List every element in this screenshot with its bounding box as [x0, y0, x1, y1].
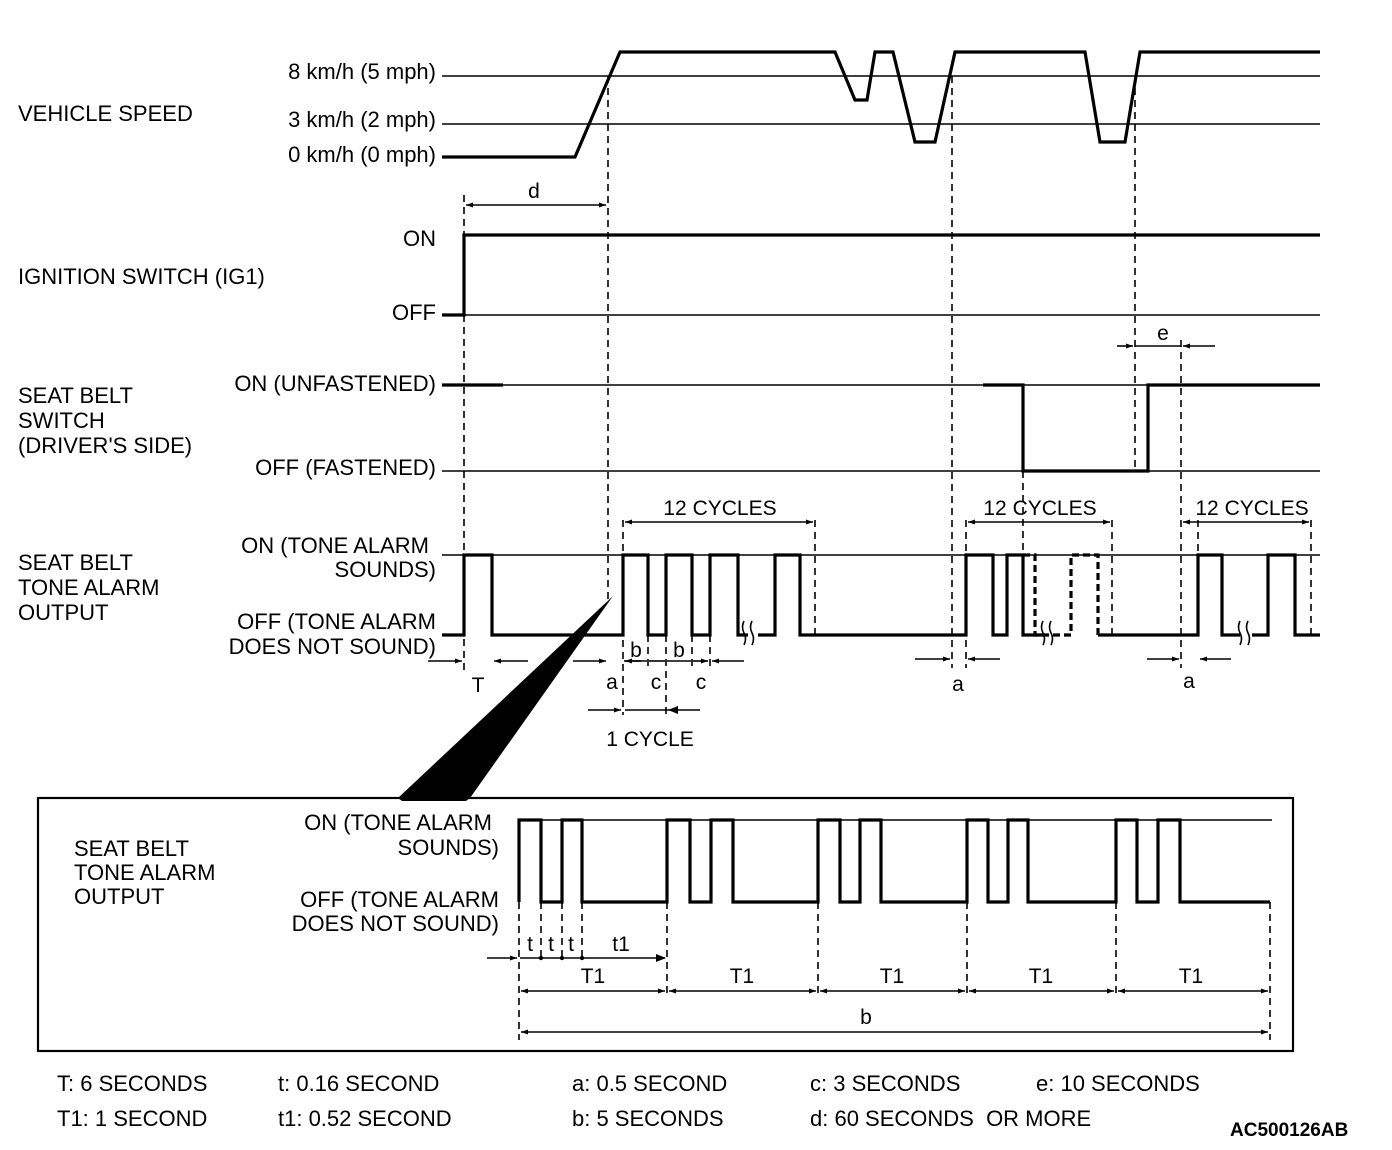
detail-on-label-2: SOUNDS)	[398, 835, 499, 860]
tone-alarm-waveform-3	[1098, 553, 1240, 637]
dim-b2-label: b	[673, 639, 685, 662]
dim-c2-label: c	[696, 671, 707, 694]
tone-alarm-title-3: OUTPUT	[18, 600, 108, 625]
speed-level-8kmh: 8 km/h (5 mph)	[288, 59, 436, 84]
break-symbol-3	[1237, 620, 1251, 646]
ignition-switch-title: IGNITION SWITCH (IG1)	[18, 264, 265, 289]
detail-on-label-1: ON (TONE ALARM	[304, 810, 492, 835]
legend-t1: t1: 0.52 SECOND	[278, 1106, 452, 1131]
tone-alarm-waveform-2	[758, 553, 1045, 637]
detail-b-label: b	[860, 1006, 872, 1029]
seat-belt-waveform	[983, 383, 1320, 473]
detail-t-label-1: t	[527, 933, 533, 956]
detail-title-1: SEAT BELT	[74, 836, 189, 861]
tone-alarm-title-2: TONE ALARM	[18, 575, 159, 600]
detail-t-tick-2	[559, 955, 565, 961]
tone-alarm-waveform-4	[1252, 553, 1320, 637]
tone-alarm-on-label-2: SOUNDS)	[335, 557, 436, 582]
ignition-on-label: ON	[403, 226, 436, 251]
legend-t: t: 0.16 SECOND	[278, 1071, 439, 1096]
legend-c: c: 3 SECONDS	[810, 1071, 960, 1096]
detail-T1-label-1: T1	[581, 965, 606, 988]
seat-belt-on-label: ON (UNFASTENED)	[234, 371, 436, 396]
tone-alarm-waveform-dashed	[1023, 553, 1100, 637]
legend-a: a: 0.5 SECOND	[572, 1071, 727, 1096]
detail-t-label-3: t	[568, 933, 574, 956]
legend-e: e: 10 SECONDS	[1036, 1071, 1200, 1096]
dim-b1-label: b	[630, 639, 642, 662]
detail-waveform	[517, 818, 1270, 904]
detail-t-label-2: t	[548, 933, 554, 956]
dim-12-cycles-2-label: 12 CYCLES	[983, 497, 1096, 520]
detail-callout-wedge-joint	[398, 798, 470, 801]
detail-off-label-2: DOES NOT SOUND)	[292, 911, 499, 936]
dim-one-cycle-right-head	[668, 706, 678, 714]
dim-d-label: d	[528, 180, 540, 203]
tone-alarm-title-1: SEAT BELT	[18, 550, 133, 575]
detail-T1-label-4: T1	[1029, 965, 1054, 988]
ignition-waveform	[442, 233, 1320, 317]
dim-12-cycles-1-label: 12 CYCLES	[663, 497, 776, 520]
dim-one-cycle-label: 1 CYCLE	[606, 728, 694, 751]
detail-T1-label-3: T1	[880, 965, 905, 988]
detail-t-tick-1	[538, 955, 544, 961]
speed-level-3kmh: 3 km/h (2 mph)	[288, 107, 436, 132]
tone-alarm-waveform-1	[442, 553, 748, 637]
seat-belt-off-label: OFF (FASTENED)	[255, 455, 436, 480]
tone-alarm-off-label-2: DOES NOT SOUND)	[229, 634, 436, 659]
break-symbol-1	[741, 620, 755, 646]
figure-id: AC500126AB	[1230, 1120, 1348, 1141]
detail-off-label-1: OFF (TONE ALARM	[300, 887, 499, 912]
dim-a2-label: a	[952, 673, 964, 696]
detail-callout-wedge	[398, 596, 613, 798]
vehicle-speed-title: VEHICLE SPEED	[18, 101, 193, 126]
dim-a3-label: a	[1183, 670, 1195, 693]
detail-t-tick-3	[579, 955, 585, 961]
detail-title-2: TONE ALARM	[74, 860, 215, 885]
tone-alarm-off-label-1: OFF (TONE ALARM	[237, 609, 436, 634]
detail-T1-label-5: T1	[1179, 965, 1204, 988]
detail-T1-label-2: T1	[730, 965, 755, 988]
tone-alarm-on-label-1: ON (TONE ALARM	[241, 533, 429, 558]
dim-12-cycles-3-label: 12 CYCLES	[1195, 497, 1308, 520]
dim-e-label: e	[1157, 322, 1169, 345]
seat-belt-switch-title-3: (DRIVER'S SIDE)	[18, 433, 192, 458]
speed-level-0kmh: 0 km/h (0 mph)	[288, 142, 436, 167]
vehicle-speed-waveform	[442, 50, 1320, 159]
dim-t-label: T	[472, 674, 485, 697]
legend-b: b: 5 SECONDS	[572, 1106, 724, 1131]
seat-belt-switch-title-1: SEAT BELT	[18, 383, 133, 408]
detail-title-3: OUTPUT	[74, 884, 164, 909]
legend-T: T: 6 SECONDS	[57, 1071, 207, 1096]
detail-t1-head	[656, 954, 666, 962]
dim-c1-label: c	[651, 671, 662, 694]
dim-a1-label: a	[606, 671, 618, 694]
seat-belt-switch-title-2: SWITCH	[18, 408, 105, 433]
legend-T1: T1: 1 SECOND	[57, 1106, 207, 1131]
detail-t1-small-label: t1	[612, 933, 630, 956]
ignition-off-label: OFF	[392, 300, 436, 325]
break-symbol-2	[1040, 620, 1054, 646]
legend-d: d: 60 SECONDS OR MORE	[810, 1106, 1091, 1131]
